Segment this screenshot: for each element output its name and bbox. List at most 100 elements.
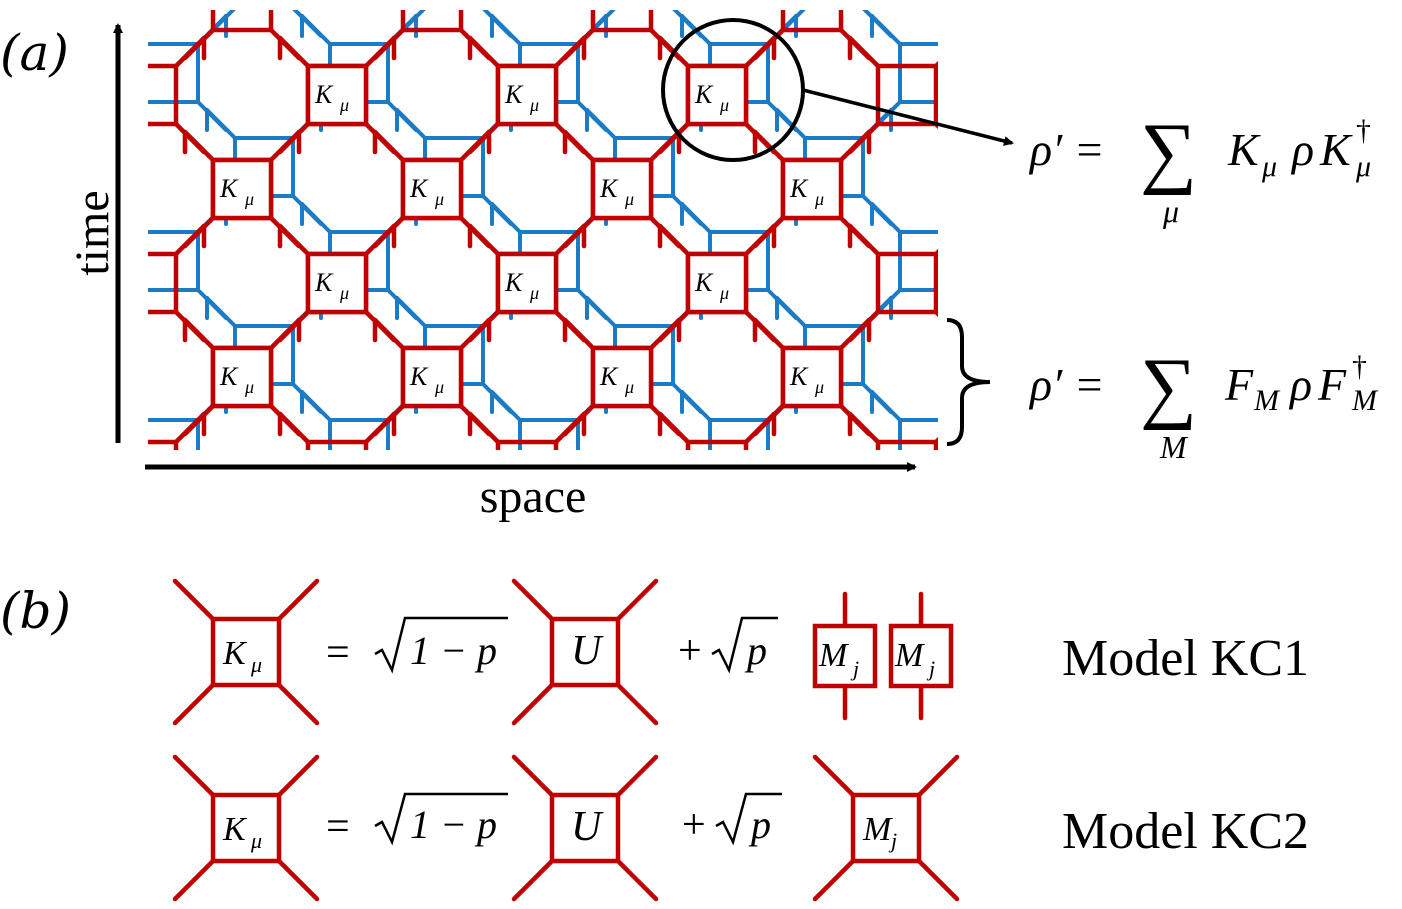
red-square	[305, 439, 369, 450]
curly-brace	[946, 318, 991, 446]
svg-text:1 − p: 1 − p	[410, 802, 497, 847]
blue-square	[898, 230, 938, 292]
red-leg	[458, 27, 492, 61]
kraus-gate-label: K	[219, 174, 239, 203]
kraus-gate-label: K	[409, 362, 429, 391]
blue-square	[45, 138, 103, 196]
red-square	[590, 10, 654, 33]
kraus-gate-kc1-box	[210, 616, 282, 688]
blue-leg	[872, 478, 900, 506]
plus-sign-1: +	[678, 628, 702, 674]
svg-text:F: F	[1317, 359, 1347, 410]
red-square	[148, 251, 179, 315]
blue-square	[235, 0, 293, 8]
kraus-gate-box	[400, 157, 464, 221]
svg-text:M: M	[1351, 384, 1379, 417]
kraus-gate-box	[210, 345, 274, 409]
blue-leg	[680, 202, 712, 234]
red-leg	[81, 30, 109, 58]
red-leg	[553, 223, 587, 257]
red-leg	[458, 317, 492, 351]
kraus-gate-kc2-leg	[172, 858, 216, 902]
blue-leg	[205, 108, 237, 140]
svg-text:M: M	[1159, 429, 1189, 465]
blue-leg	[17, 298, 45, 326]
kraus-gate-box	[685, 251, 749, 315]
red-square	[875, 251, 938, 315]
red-leg	[648, 317, 682, 351]
blue-square	[45, 0, 103, 8]
blue-leg	[395, 296, 427, 328]
red-leg	[81, 132, 109, 160]
model-kc2-label: Model KC2	[1062, 803, 1309, 860]
red-leg	[752, 129, 786, 163]
kraus-gate-kc2-leg	[172, 754, 216, 798]
kraus-gate-box	[780, 345, 844, 409]
red-leg	[268, 27, 302, 61]
red-leg	[0, 406, 23, 434]
kraus-gate-label: K	[314, 268, 334, 297]
unitary-gate-kc1-leg	[615, 578, 659, 622]
panel-a-label: (a)	[0, 24, 69, 82]
red-leg	[90, 414, 118, 442]
red-leg	[553, 411, 587, 445]
equation-floquet: ρ′ = ∑ M F M ρ F † M	[1028, 343, 1379, 465]
unitary-gate-kc1: U	[511, 578, 659, 726]
blue-leg	[17, 196, 45, 224]
unitary-gate-kc1-label: U	[571, 628, 604, 674]
red-square	[875, 439, 938, 450]
kraus-gate-label: K	[599, 174, 619, 203]
red-leg	[746, 500, 774, 528]
red-leg	[648, 129, 682, 163]
red-leg	[173, 223, 207, 257]
unitary-gate-kc2: U	[511, 754, 659, 902]
red-leg	[562, 27, 596, 61]
svg-text:μ: μ	[1355, 150, 1371, 183]
blue-square	[148, 42, 200, 104]
red-square	[495, 439, 559, 450]
blue-leg	[292, 10, 323, 38]
svg-text:1 − p: 1 − p	[410, 628, 497, 673]
red-leg	[0, 132, 23, 160]
red-leg	[268, 129, 302, 163]
equals-sign-1: =	[326, 630, 350, 676]
space-axis-label: space	[480, 470, 587, 523]
svg-text:†: †	[1352, 350, 1367, 383]
kraus-gate-subscript: μ	[814, 189, 824, 209]
svg-text:ρ: ρ	[1288, 359, 1312, 410]
kraus-gate-kc1-label: K	[222, 635, 248, 672]
red-leg	[182, 317, 216, 351]
red-leg	[0, 320, 23, 348]
blue-square	[328, 418, 390, 450]
red-leg	[847, 411, 881, 445]
svg-text:p: p	[748, 802, 771, 847]
svg-text:K: K	[1319, 124, 1353, 175]
unitary-gate-kc2-leg	[511, 858, 555, 902]
kraus-gate-subscript: μ	[244, 377, 254, 397]
kraus-gate-subscript: μ	[814, 377, 824, 397]
blue-leg	[585, 296, 617, 328]
blue-leg	[958, 102, 986, 130]
red-leg	[743, 223, 777, 257]
blue-leg	[775, 108, 807, 140]
svg-text:ρ′ =: ρ′ =	[1028, 359, 1105, 410]
red-leg	[372, 27, 406, 61]
kraus-gate-box	[210, 157, 274, 221]
red-leg	[657, 411, 691, 445]
panel-b-label: (b)	[0, 582, 71, 640]
kraus-gate-subscript: μ	[624, 377, 634, 397]
red-leg	[268, 317, 302, 351]
measurement-gate-kc2-leg	[916, 754, 960, 798]
unitary-gate-kc2-leg	[615, 858, 659, 902]
